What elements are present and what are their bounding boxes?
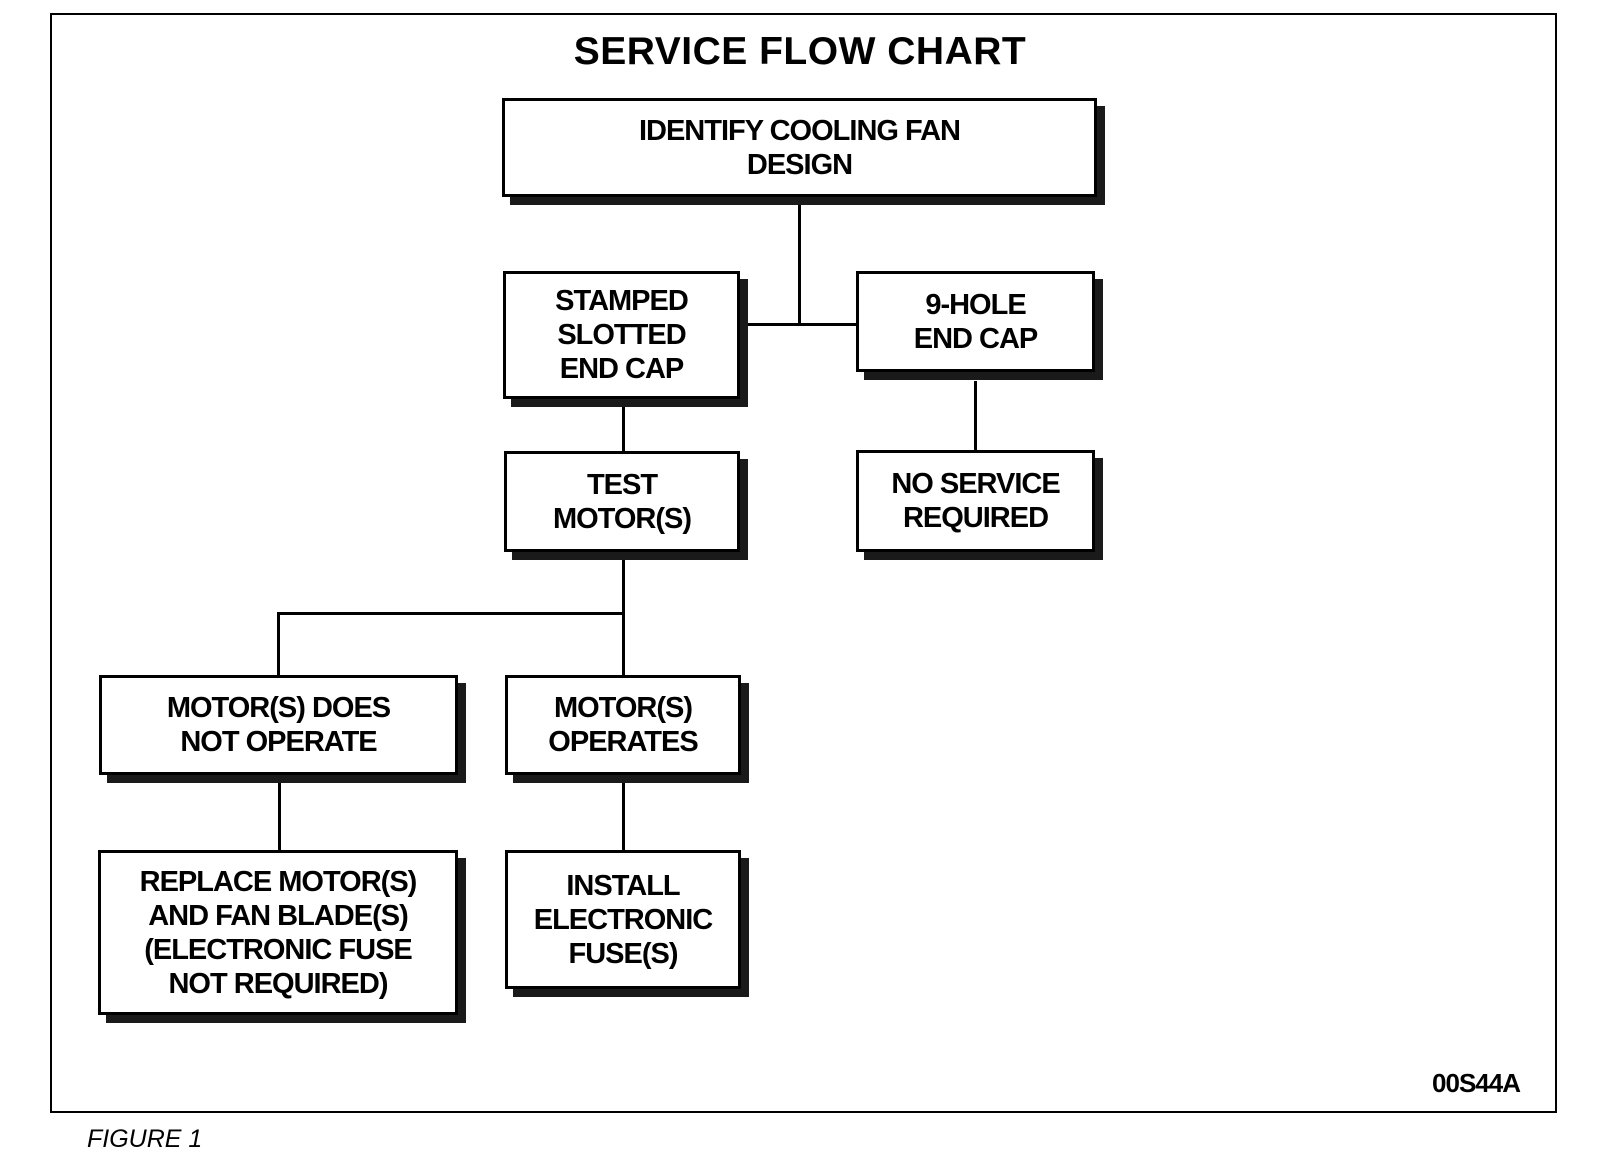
connector-stamped-to-test <box>622 406 625 452</box>
node-label: STAMPED SLOTTED END CAP <box>555 285 689 385</box>
node-label: MOTOR(S) OPERATES <box>548 692 698 758</box>
node-replace-motors-and-fan-blades: REPLACE MOTOR(S) AND FAN BLADE(S) (ELECT… <box>98 850 458 1015</box>
node-identify-cooling-fan-design: IDENTIFY COOLING FAN DESIGN <box>502 98 1097 197</box>
connector-branch-horizontal <box>277 612 625 615</box>
connector-operates-to-install <box>622 779 625 850</box>
node-label: MOTOR(S) DOES NOT OPERATE <box>166 692 391 758</box>
node-label: TEST MOTOR(S) <box>552 468 692 535</box>
connector-stamped-to-ninehole <box>740 323 856 326</box>
connector-ninehole-to-noservice <box>974 381 977 451</box>
node-label: IDENTIFY COOLING FAN DESIGN <box>638 114 961 181</box>
chart-title: SERVICE FLOW CHART <box>573 30 1027 73</box>
node-install-electronic-fuses: INSTALL ELECTRONIC FUSE(S) <box>505 850 741 989</box>
connector-test-down <box>622 559 625 680</box>
node-nine-hole-end-cap: 9-HOLE END CAP <box>856 271 1095 372</box>
figure-caption: FIGURE 1 <box>87 1125 203 1153</box>
node-test-motors: TEST MOTOR(S) <box>504 451 740 552</box>
node-motors-operates: MOTOR(S) OPERATES <box>505 675 741 775</box>
connector-notoperate-to-replace <box>278 779 281 850</box>
diagram-frame <box>50 13 1557 1113</box>
node-label: NO SERVICE REQUIRED <box>891 468 1060 534</box>
connector-identify-down <box>798 204 801 326</box>
node-no-service-required: NO SERVICE REQUIRED <box>856 450 1095 552</box>
node-label: REPLACE MOTOR(S) AND FAN BLADE(S) (ELECT… <box>139 865 418 1000</box>
node-label: 9-HOLE END CAP <box>913 288 1039 355</box>
connector-branch-left-down <box>277 612 280 680</box>
node-label: INSTALL ELECTRONIC FUSE(S) <box>533 869 713 970</box>
node-stamped-slotted-end-cap: STAMPED SLOTTED END CAP <box>503 271 740 399</box>
node-motors-does-not-operate: MOTOR(S) DOES NOT OPERATE <box>99 675 458 775</box>
figure-code: 00S44A <box>1432 1068 1521 1098</box>
